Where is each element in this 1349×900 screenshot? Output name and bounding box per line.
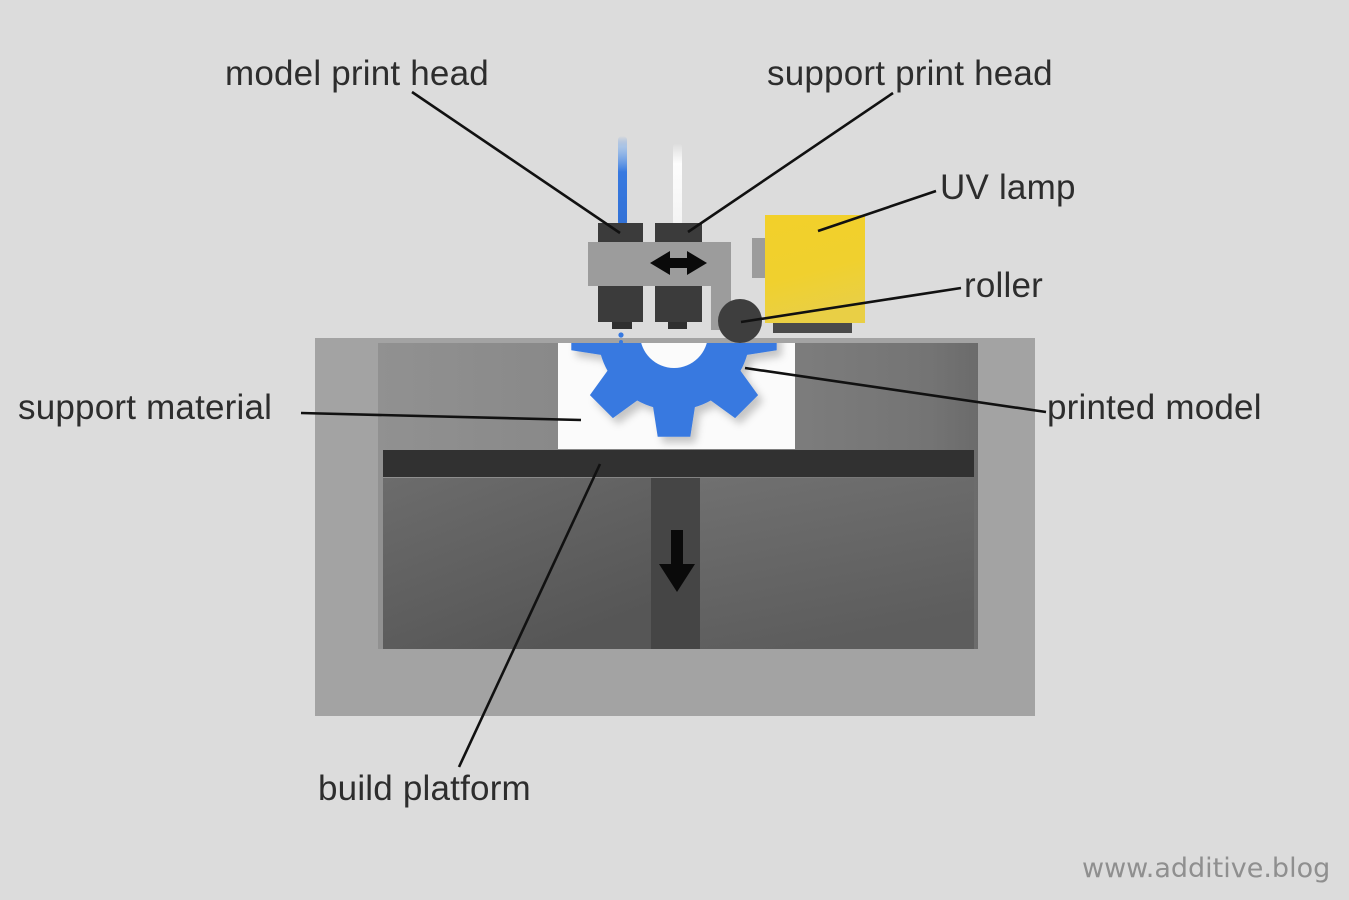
leader-line-support-print-head xyxy=(687,91,894,234)
model-nozzle-tip xyxy=(612,322,632,329)
roller-wheel xyxy=(718,299,762,343)
model-material-feed-tube xyxy=(618,136,627,226)
uv-lamp-box xyxy=(765,215,865,323)
leader-line-build-platform xyxy=(457,463,602,768)
model-print-head-top xyxy=(598,223,643,242)
tank-lower-right-panel xyxy=(700,478,974,649)
material-drip-dot xyxy=(618,332,624,338)
support-print-head-body xyxy=(655,286,702,322)
gear-shape xyxy=(571,343,777,437)
leader-line-printed-model xyxy=(744,366,1047,414)
label-support-print-head: support print head xyxy=(767,54,1053,93)
support-nozzle-tip xyxy=(668,322,687,329)
support-material-feed-tube xyxy=(673,143,682,226)
label-roller: roller xyxy=(964,266,1043,305)
build-platform-bar xyxy=(383,450,974,477)
support-print-head-top xyxy=(655,223,702,242)
uv-lamp-base xyxy=(773,323,852,333)
label-support-material: support material xyxy=(18,388,273,427)
platform-down-arrow-icon xyxy=(659,530,695,592)
leader-line-uv-lamp xyxy=(817,189,937,233)
carriage-motion-arrow-icon xyxy=(650,251,707,275)
label-printed-model: printed model xyxy=(1047,388,1262,427)
leader-line-roller xyxy=(740,286,962,324)
leader-lines xyxy=(300,90,1047,768)
lamp-mount xyxy=(752,238,766,278)
gear-hole xyxy=(641,343,707,368)
label-uv-lamp: UV lamp xyxy=(940,168,1076,207)
tank-lower-left-panel xyxy=(383,478,651,649)
leader-line-model-print-head xyxy=(411,90,621,235)
leader-line-support-material xyxy=(300,411,582,422)
printed-model-gear xyxy=(571,343,777,437)
model-print-head-body xyxy=(598,286,643,322)
watermark-text: www.additive.blog xyxy=(1082,853,1331,884)
label-build-platform: build platform xyxy=(318,769,531,808)
label-model-print-head: model print head xyxy=(225,54,489,93)
material-drip-dot xyxy=(619,340,623,344)
